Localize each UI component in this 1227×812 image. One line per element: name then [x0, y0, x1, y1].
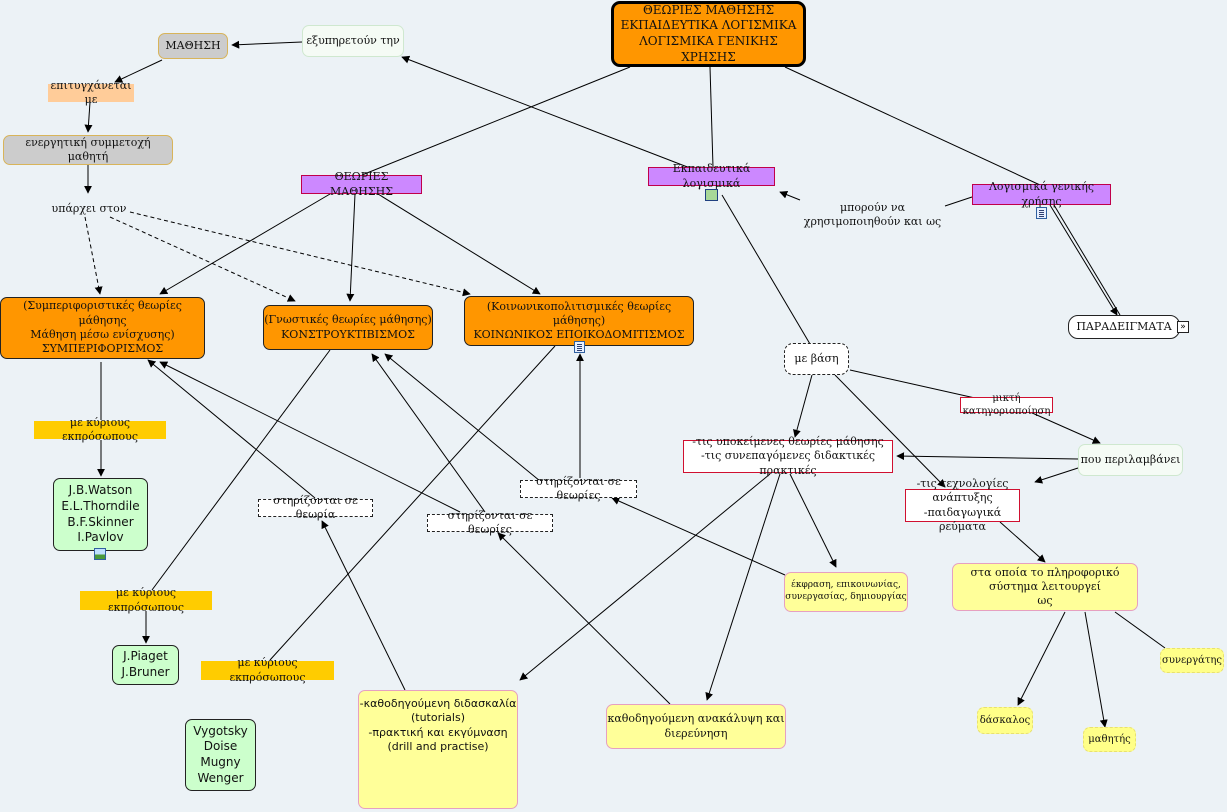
ypokeimenes-node[interactable]: -τις υποκείμενες θεωρίες μάθησης -τις συ… [683, 435, 893, 477]
link-yparxei-cogn [109, 216, 296, 302]
link-theories-social [377, 193, 541, 295]
vygotsky-node[interactable]: Vygotsky Doise Mugny Wenger [185, 719, 256, 791]
link-mikti-periamv [1029, 411, 1101, 444]
ekfrasi-node[interactable]: έκφραση, επικοινωνίας, συνεργασίας, δημι… [784, 572, 908, 612]
link-staopoia-synergatis [1114, 611, 1166, 649]
link-stir2-behav [159, 361, 461, 513]
exypiretoun-link-label: εξυπηρετούν την [302, 25, 404, 57]
logismika-genikis-node[interactable]: Λογισμικά γενικής χρήσης [972, 180, 1111, 208]
image-icon[interactable] [94, 548, 106, 560]
link-mevasi-tech [834, 374, 946, 488]
link-mevasi-ypok [793, 374, 813, 438]
link-genikis-boroun [944, 196, 973, 207]
kyrious2-link-label: με κύριους εκπρόσωπους [80, 586, 212, 614]
link-ypok-didaskalia [519, 473, 771, 681]
epitygxanetai-link-label: επιτυγχάνεται με [48, 79, 134, 106]
link-staopoia-daskalos [1017, 611, 1066, 706]
link-ekp-mevasi [721, 194, 811, 345]
kyrious3-link-label: με κύριους εκπρόσωπους [201, 656, 334, 684]
kyrious1-link-label: με κύριους εκπρόσωπους [34, 416, 166, 443]
link-yparxei-social [129, 211, 471, 297]
link-genikis-paradeigmata [1049, 204, 1118, 316]
link-exypiretoun-mathisi [231, 40, 303, 49]
link-tech-staopoia [999, 521, 1046, 563]
link-stir2-cogn [371, 353, 486, 513]
kathodigoumeni-anakalypsi-node[interactable]: καθοδηγούμενη ανακάλυψη και διερεύνηση [606, 704, 786, 749]
ekpaideftika-label: Εκπαιδευτικά λογισμικά [672, 162, 751, 190]
theories-node[interactable]: ΘΕΩΡΙΕΣ ΜΑΘΗΣΗΣ [301, 170, 422, 198]
link-mevasi-mikti [849, 369, 976, 399]
link-theories-cogn [346, 193, 356, 302]
stirizontai-theories-left-link-label: στηρίζονται σε θεωρίες [427, 509, 553, 536]
link-ypok-anakalypsi [705, 473, 781, 701]
link-epitygx-energ [84, 101, 93, 133]
link-title-ekp [709, 66, 714, 168]
link-didaskalia-stir1 [321, 520, 406, 691]
sta-opoia-node[interactable]: στα οποία το πληροφορικό σύστημα λειτουρ… [952, 563, 1138, 611]
watson-node[interactable]: J.B.Watson E.L.Thorndile B.F.Skinner I.P… [53, 478, 148, 551]
link-title-genikis [784, 66, 1041, 186]
periamvanei-link-label: που περιλαμβάνει [1078, 444, 1183, 476]
link-yparxei-behav [84, 216, 103, 295]
paradeigmata-node[interactable]: ΠΑΡΑΔΕΙΓΜΑΤΑ [1068, 315, 1180, 339]
link-stir3-cogn [384, 353, 541, 482]
cognitive-node[interactable]: (Γνωστικές θεωρίες μάθησης) ΚΟΝΣΤΡΟΥΚΤΙΒ… [263, 305, 433, 350]
technologies-node[interactable]: -τις τεχνολογίες ανάπτυξης -παιδαγωγικά … [905, 477, 1020, 533]
behaviorism-node[interactable]: (Συμπεριφοριστικές θεωρίες μάθησης Μάθησ… [0, 297, 205, 359]
link-ypok-ekfrasi [789, 473, 837, 568]
document-icon[interactable] [574, 341, 585, 353]
kathodigoumeni-didaskalia-node[interactable]: -καθοδηγούμενη διδασκαλία (tutorials) -π… [358, 690, 518, 809]
main-title-node[interactable]: ΘΕΩΡΙΕΣ ΜΑΘΗΣΗΣ ΕΚΠΑΙΔΕΥΤΙΚΑ ΛΟΓΙΣΜΙΚΑ Λ… [611, 1, 806, 67]
link-social-kyrious3 [269, 345, 556, 661]
fast-forward-icon[interactable]: » [1177, 321, 1189, 333]
link-boroun-ekp [779, 190, 801, 201]
daskalos-node[interactable]: δάσκαλος [977, 707, 1033, 734]
film-icon[interactable] [705, 189, 718, 201]
link-theories-behav [159, 193, 331, 295]
yparxei-link-label: υπάρχει στον [51, 201, 127, 215]
mathisi-node[interactable]: ΜΑΘΗΣΗ [158, 33, 228, 59]
link-periamv-ypok [896, 452, 1079, 461]
link-staopoia-mathitis [1084, 611, 1108, 728]
document-icon[interactable] [1036, 207, 1047, 219]
ekpaideftika-node[interactable]: Εκπαιδευτικά λογισμικά [648, 162, 775, 190]
piaget-node[interactable]: J.Piaget J.Bruner [112, 645, 179, 685]
mathitis-node[interactable]: μαθητής [1083, 727, 1136, 752]
social-node[interactable]: (Κοινωνικοπολιτισμικές θεωρίες μάθησης) … [464, 296, 694, 346]
mikti-node[interactable]: μικτή κατηγοριοποίηση [960, 393, 1053, 417]
boroun-link-label: μπορούν να χρησιμοποιηθούν και ως [803, 200, 942, 228]
energitiki-node[interactable]: ενεργητική συμμετοχή μαθητή [3, 135, 173, 165]
stirizontai-theories-right-link-label: στηρίζονται σε θεωρίες [520, 475, 637, 502]
link-cogn-kyrious2 [151, 349, 331, 591]
link-title-theories [361, 66, 631, 176]
synergatis-node[interactable]: συνεργάτης [1160, 648, 1224, 673]
link-mathisi-epitygx [114, 59, 163, 83]
link-ekfrasi-stir3 [611, 497, 786, 576]
stirizontai-theoria-link-label: στηρίζονται σε θεωρία [258, 494, 373, 521]
link-ekp-exypiretoun [401, 55, 691, 169]
link-stir1-behav [147, 359, 316, 499]
link-anakalypsi-stir2 [497, 532, 671, 705]
me-vasi-link-label: με βάση [784, 343, 849, 375]
link-periamv-tech [1034, 467, 1079, 484]
